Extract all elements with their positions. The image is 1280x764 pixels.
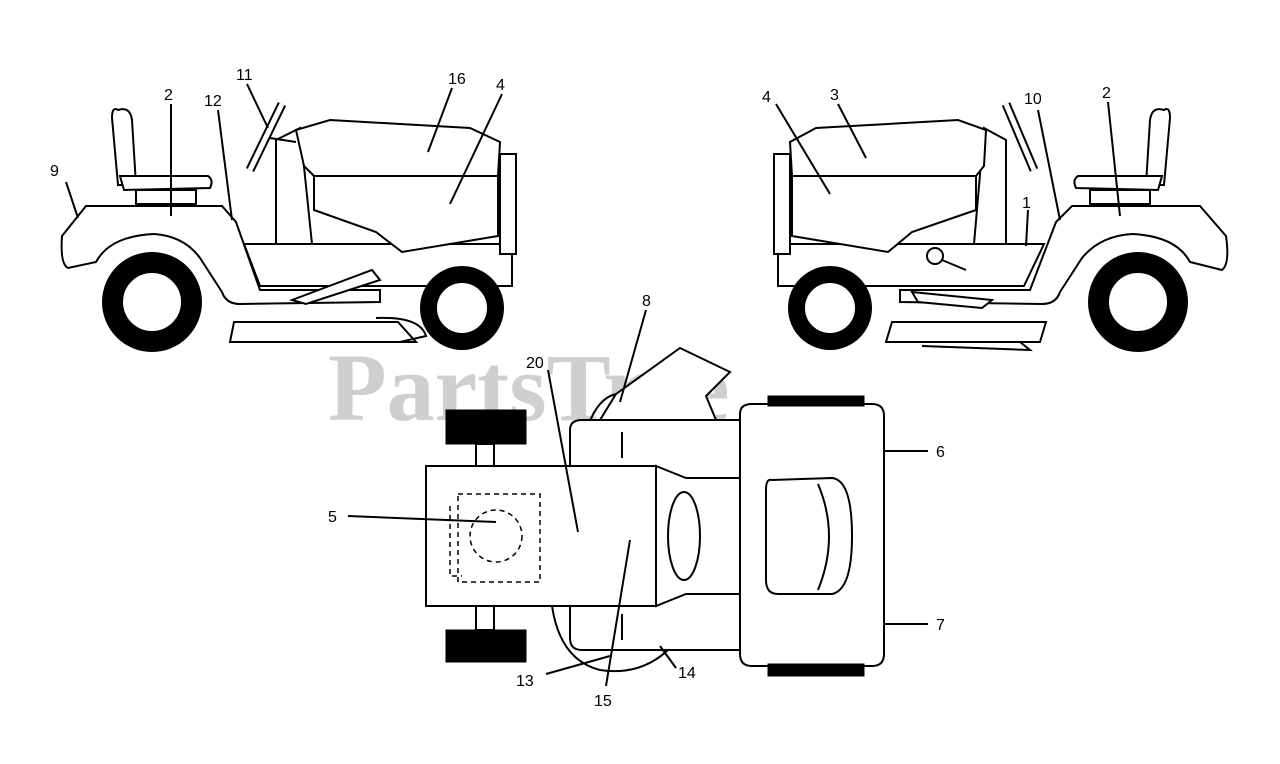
callout-10: 10 — [1024, 91, 1042, 108]
front-tire-top — [767, 395, 865, 407]
pedal — [288, 268, 382, 306]
grille — [499, 153, 517, 255]
callout-6: 6 — [936, 444, 945, 461]
tractor-left-view — [60, 102, 517, 352]
hood-side — [313, 175, 499, 254]
lift-lever-knob — [926, 247, 944, 265]
callout-1: 1 — [1022, 195, 1031, 212]
tractor-right-view — [773, 102, 1229, 352]
hood-panel-top — [765, 476, 854, 595]
front-tire-bottom — [767, 663, 865, 677]
pedal — [910, 290, 995, 310]
seat-base — [1073, 175, 1164, 192]
callout-15: 15 — [594, 693, 612, 710]
callout-5: 5 — [328, 509, 337, 526]
callout-2-right: 2 — [1102, 85, 1111, 102]
mower-deck — [228, 321, 419, 343]
mower-deck — [884, 321, 1048, 343]
callout-8: 8 — [642, 293, 651, 310]
callout-9: 9 — [50, 163, 59, 180]
callout-7: 7 — [936, 617, 945, 634]
rear-fender — [899, 205, 1229, 306]
callout-4-left: 4 — [496, 77, 505, 94]
callout-4-right: 4 — [762, 89, 771, 106]
callout-20: 20 — [526, 355, 544, 372]
rear-tire-top — [445, 409, 527, 445]
steering-wheel-top — [667, 491, 701, 581]
callout-labels: 9 2 12 11 16 4 4 3 10 2 1 8 20 5 6 7 13 … — [50, 67, 1111, 710]
rear-tire-bottom — [445, 629, 527, 663]
hood-side — [791, 175, 977, 254]
callout-12: 12 — [204, 93, 222, 110]
hood — [788, 118, 988, 177]
callout-14: 14 — [678, 665, 696, 682]
callout-13: 13 — [516, 673, 534, 690]
tractor-top-view — [425, 346, 885, 677]
callout-2-left: 2 — [164, 87, 173, 104]
seat-support — [135, 189, 197, 205]
seat-back — [1144, 108, 1172, 186]
seat-back — [110, 108, 138, 186]
grille — [773, 153, 791, 255]
callout-3: 3 — [830, 87, 839, 104]
callout-11: 11 — [236, 67, 253, 84]
seat-support — [1089, 189, 1151, 205]
rear-fender — [60, 205, 381, 306]
rear-body-top — [425, 465, 657, 607]
leader-lines — [65, 83, 1121, 687]
seat-base — [118, 175, 213, 192]
hood — [294, 118, 502, 177]
callout-16: 16 — [448, 71, 466, 88]
